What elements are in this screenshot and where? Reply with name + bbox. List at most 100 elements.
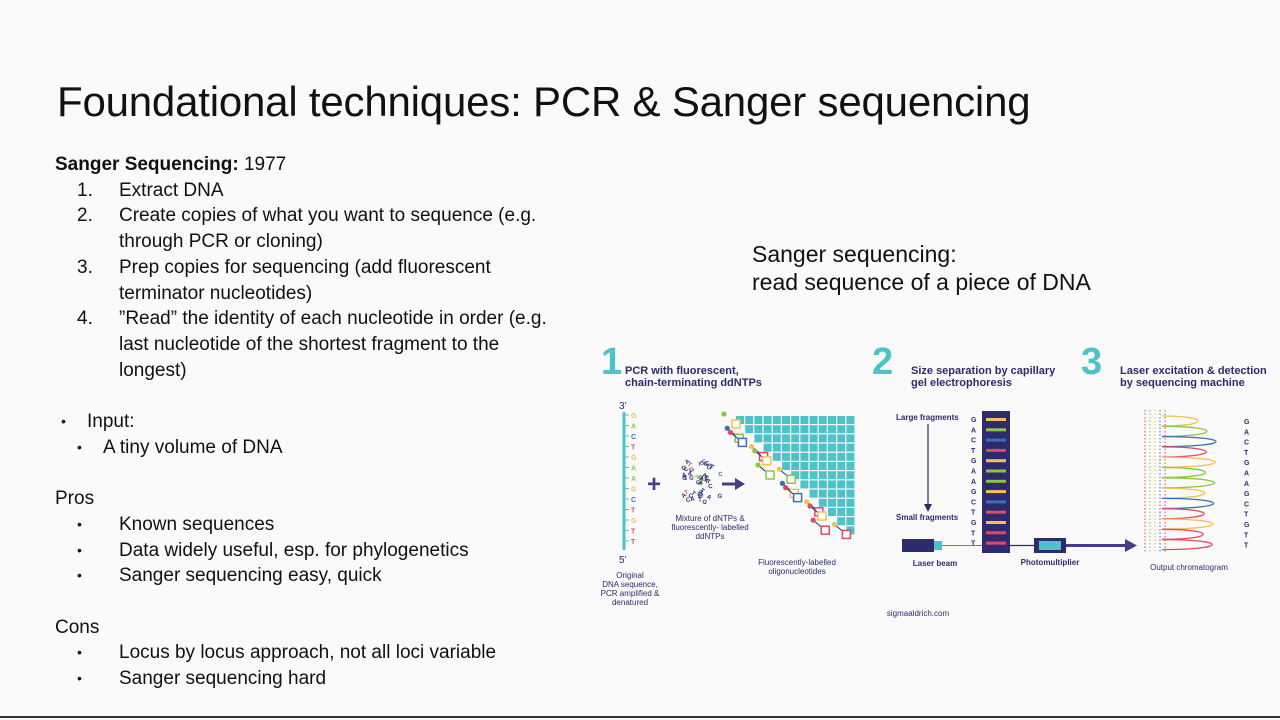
oligo-bead <box>724 425 730 431</box>
step2-title: Size separation by capillary <box>911 365 1056 377</box>
strand-base: T <box>631 508 636 515</box>
mixture-nucleotide: A <box>706 494 713 502</box>
grid-cell <box>846 462 855 470</box>
grid-cell <box>818 452 827 461</box>
gel-band <box>986 531 1006 535</box>
grid-cell <box>772 434 781 443</box>
chromatogram-peak <box>1161 456 1216 468</box>
chromatogram-peak <box>1161 425 1208 437</box>
strand-base: T <box>631 539 636 546</box>
grid-cell <box>828 489 836 498</box>
bullet-dot: • <box>77 438 82 455</box>
grid-cell <box>763 434 772 443</box>
grid-cell <box>800 416 809 424</box>
step-item: 4.”Read” the identity of each nucleotide… <box>55 306 615 383</box>
pros-text: Sanger sequencing easy, quick <box>119 565 382 587</box>
grid-cell <box>772 452 781 461</box>
mixture-nucleotide: A <box>681 472 688 479</box>
grid-cell <box>818 462 827 470</box>
oligo-base <box>762 456 772 466</box>
grid-cell <box>837 416 846 424</box>
mixture-nucleotide: T <box>706 479 711 486</box>
grid-cell <box>846 508 855 516</box>
grid-cell <box>837 434 846 443</box>
gel-base: T <box>971 510 976 517</box>
step-text: Prep copies for sequencing (add fluoresc… <box>119 256 491 278</box>
gel-band <box>986 469 1006 473</box>
grid-cell <box>745 425 754 434</box>
gel-base: G <box>971 458 977 465</box>
grid-cell <box>754 416 763 424</box>
chromatogram-base: T <box>1244 532 1249 539</box>
grid-cell <box>837 480 846 489</box>
grid-cell <box>791 425 800 434</box>
mixture-nucleotide: A <box>687 471 693 478</box>
grid-cell <box>800 462 809 470</box>
oligo-base <box>820 525 830 535</box>
steps-list: 1. Extract DNA 2.Create copies of what yo… <box>55 178 615 384</box>
pros-item: •Known sequences <box>55 512 615 538</box>
step-text: through PCR or cloning) <box>119 231 323 253</box>
output-label: Output chromatogram <box>1150 563 1228 572</box>
step-text: longest) <box>119 359 187 381</box>
plus-sign: + <box>647 471 661 498</box>
cons-item: •Sanger sequencing hard <box>55 666 615 692</box>
gel-base: T <box>971 530 976 537</box>
mixture-nucleotide: G <box>689 467 696 475</box>
output-arrow-head <box>1125 539 1137 552</box>
chromatogram-peak <box>1161 518 1214 530</box>
bullet-dot: • <box>77 541 82 558</box>
mixture-nucleotide: C <box>705 460 712 467</box>
grid-cell <box>772 443 781 452</box>
chromatogram-base: C <box>1244 440 1249 447</box>
step2-number: 2 <box>872 341 893 383</box>
grid-cell <box>809 480 818 489</box>
input-item: A tiny volume of DNA <box>103 436 283 458</box>
gel-band <box>986 418 1006 421</box>
chromatogram-base: G <box>1244 491 1250 498</box>
step3-title: by sequencing machine <box>1120 377 1245 389</box>
grid-cell <box>828 416 836 424</box>
mixture-nucleotide: G <box>701 499 708 507</box>
oligo-bead <box>831 521 837 527</box>
grid-cell <box>828 443 836 452</box>
mixture-nucleotide: A <box>693 474 701 482</box>
gel-bands <box>986 418 1006 545</box>
gel-base: T <box>971 448 976 455</box>
gel-band <box>986 459 1006 463</box>
grid-cell <box>837 425 846 434</box>
mixture-nucleotide: G <box>680 465 686 472</box>
input-bullet: •Input: <box>55 409 615 435</box>
step-text: Extract DNA <box>119 179 224 201</box>
oligo-base <box>792 492 803 503</box>
chromatogram-base: A <box>1244 481 1249 488</box>
step3-title: Laser excitation & detection <box>1120 365 1267 377</box>
size-arrow-head <box>924 504 932 512</box>
oligo-bead <box>810 517 816 523</box>
gel-base: C <box>971 438 976 445</box>
grid-cell <box>818 416 827 424</box>
chromatogram-peak <box>1161 487 1206 499</box>
step1-title: chain-terminating ddNTPs <box>625 377 762 389</box>
mixture-nucleotide: C <box>701 459 707 466</box>
strand-base: G <box>631 455 637 462</box>
oligo-bead <box>807 503 813 509</box>
mixture-nucleotide: T <box>690 490 697 497</box>
grid-cell <box>837 489 846 498</box>
oligo-bead <box>804 499 810 505</box>
chromatogram-peak <box>1161 508 1205 520</box>
right-heading: Sanger sequencing: read sequence of a pi… <box>752 240 1091 296</box>
mixture-nucleotide: G <box>682 476 688 483</box>
strand-base: A <box>631 476 636 483</box>
gel-band <box>986 448 1006 452</box>
grid-cell <box>791 416 800 424</box>
oligo-fragments <box>721 411 852 540</box>
oligo-bead <box>783 485 789 491</box>
step-item: 2.Create copies of what you want to sequ… <box>55 203 615 254</box>
gel-base: G <box>971 417 977 424</box>
grid-cell <box>837 471 846 480</box>
chromatogram-base: C <box>1244 501 1249 508</box>
step-number: 1. <box>77 179 93 201</box>
